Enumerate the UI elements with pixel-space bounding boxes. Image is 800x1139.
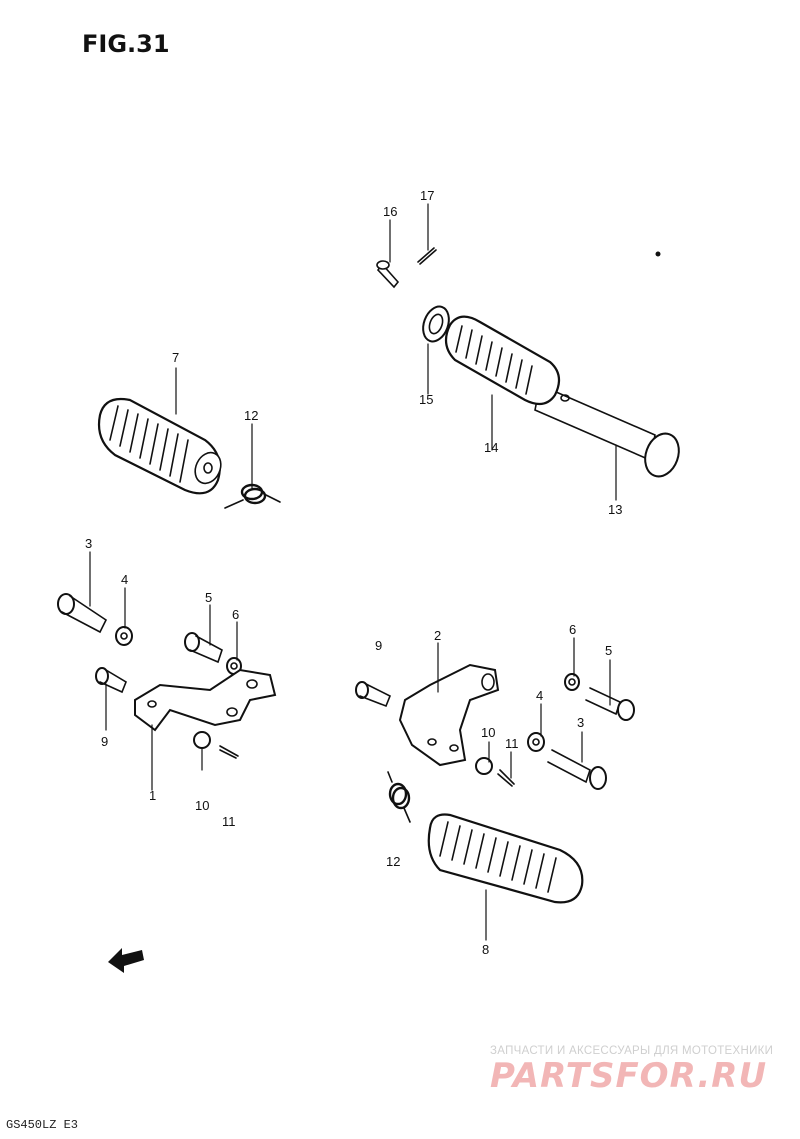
bolt-5-right (585, 687, 635, 721)
callout-5-right: 5 (605, 643, 612, 658)
pin-9-right (355, 681, 392, 708)
dot-mark (655, 251, 661, 257)
callout-4-left: 4 (121, 572, 128, 587)
callout-12-bottom: 12 (386, 854, 400, 869)
callout-10-left: 10 (195, 798, 209, 813)
leader-lines (89, 203, 617, 941)
callout-12-top: 12 (244, 408, 258, 423)
callout-2: 2 (434, 628, 441, 643)
watermark-tagline: ЗАПЧАСТИ И АКСЕССУАРЫ ДЛЯ МОТОТЕХНИКИ (490, 1045, 774, 1057)
callout-6-left: 6 (232, 607, 239, 622)
callout-10-right: 10 (481, 725, 495, 740)
cotter-pin-11-left (219, 745, 239, 759)
bolt-5-left (184, 632, 223, 664)
washer-4-right (527, 732, 545, 752)
callout-11-left: 11 (222, 814, 236, 829)
cotter-pin-11-right (497, 769, 515, 787)
washer-4-left (115, 626, 133, 646)
bracket-1 (134, 668, 277, 732)
front-arrow-icon (108, 948, 144, 973)
callout-9-right: 9 (375, 638, 382, 653)
callout-8: 8 (482, 942, 489, 957)
bolt-3-right (547, 749, 607, 790)
spring-12-left (224, 483, 281, 509)
callout-13: 13 (608, 502, 622, 517)
spring-12-right (387, 771, 411, 823)
washer-15 (422, 305, 450, 343)
bracket-2 (398, 663, 500, 767)
callout-16: 16 (383, 204, 397, 219)
pin-9-left (95, 667, 127, 694)
bolt-3-left (57, 593, 108, 634)
rubber-footrest-8 (427, 813, 584, 904)
callout-3-right: 3 (577, 715, 584, 730)
model-code-footer: GS450LZ E3 (6, 1118, 79, 1132)
callout-1: 1 (149, 788, 156, 803)
cotter-pin-17 (417, 247, 437, 265)
callout-7: 7 (172, 350, 179, 365)
shaft-13 (534, 383, 680, 478)
callout-3-left: 3 (85, 536, 92, 551)
watermark-logo: PARTSFOR.RU (490, 1056, 768, 1096)
callout-6-right: 6 (569, 622, 576, 637)
figure-title: FIG.31 (82, 30, 170, 58)
rubber-footrest-14 (444, 315, 561, 406)
callout-9-left: 9 (101, 734, 108, 749)
rubber-footrest-7 (97, 397, 222, 495)
callout-4-right: 4 (536, 688, 543, 703)
washer-10-left (193, 731, 211, 749)
washer-6-right (564, 673, 580, 691)
washer-10-right (475, 757, 493, 775)
callout-11-right: 11 (505, 736, 519, 751)
callout-17: 17 (420, 188, 434, 203)
callout-14: 14 (484, 440, 498, 455)
callout-15: 15 (419, 392, 433, 407)
callout-5-left: 5 (205, 590, 212, 605)
clevis-pin-16 (376, 260, 400, 289)
